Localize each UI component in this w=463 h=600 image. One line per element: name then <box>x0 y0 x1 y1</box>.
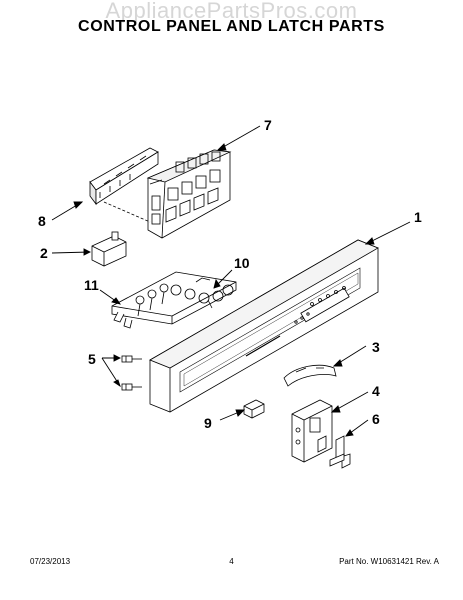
control-panel-part <box>149 239 379 413</box>
switch-part <box>243 399 265 419</box>
page-title: CONTROL PANEL AND LATCH PARTS <box>78 18 385 35</box>
footer-page-number: 4 <box>229 557 234 566</box>
button-assembly-part <box>111 271 237 329</box>
callout-8: 8 <box>38 213 46 229</box>
footer-part-number: Part No. W10631421 Rev. A <box>339 557 439 566</box>
control-board-part <box>146 149 232 239</box>
watermark-text: AppliancePartsPros.com <box>105 0 358 23</box>
callout-11: 11 <box>84 277 99 293</box>
callout-4: 4 <box>372 383 380 399</box>
leader-lines <box>51 125 411 437</box>
callout-7: 7 <box>264 117 272 133</box>
callout-2: 2 <box>40 245 48 261</box>
small-bracket-part <box>91 231 127 267</box>
callout-5: 5 <box>88 351 96 367</box>
callout-10: 10 <box>234 255 250 271</box>
footer-date: 07/23/2013 <box>30 557 71 566</box>
latch-assembly-part <box>291 399 333 463</box>
callout-6: 6 <box>372 411 380 427</box>
callout-3: 3 <box>372 339 380 355</box>
callout-1: 1 <box>414 209 422 225</box>
callout-9: 9 <box>204 415 212 431</box>
board-bracket-part <box>89 147 159 206</box>
latch-handle-part <box>283 364 337 387</box>
screw-lower-part <box>121 383 142 391</box>
screw-upper-part <box>121 355 142 363</box>
latch-strike-part <box>329 435 351 469</box>
